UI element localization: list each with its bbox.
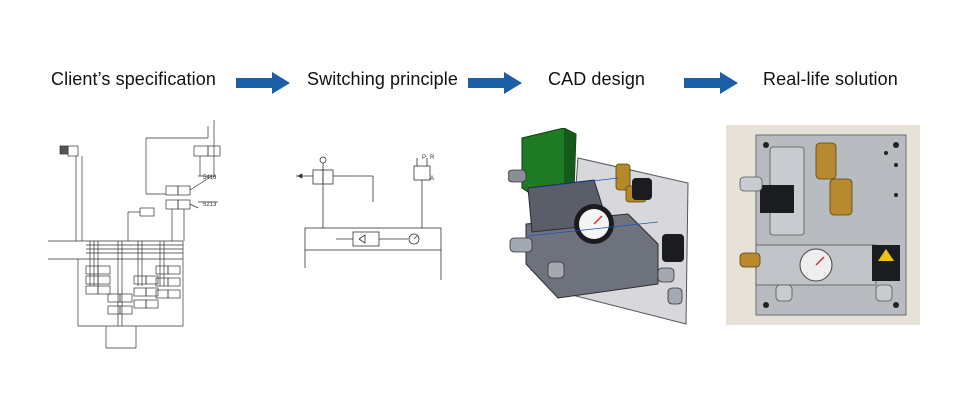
real-life-solution-photo — [726, 125, 920, 325]
switching-principle-diagram: P R A — [296, 150, 471, 290]
right-arrow-icon — [236, 72, 290, 94]
step-title-cad-design: CAD design — [548, 69, 646, 89]
step-title-switching-principle: Switching principle — [307, 69, 458, 89]
port-label-p: P — [422, 155, 426, 161]
port-label-r: R — [430, 155, 435, 161]
schematic-label-5416: 5416 — [203, 175, 217, 181]
cad-design-rendering — [508, 128, 698, 328]
right-arrow-icon — [684, 72, 738, 94]
schematic-label-5213: 5213 — [203, 202, 217, 208]
port-label-a: A — [430, 176, 434, 182]
step-title-real-life-solution: Real-life solution — [763, 69, 898, 89]
client-specification-schematic: 5416 5213 — [48, 116, 240, 356]
right-arrow-icon — [468, 72, 522, 94]
step-title-client-specification: Client’s specification — [51, 69, 216, 89]
